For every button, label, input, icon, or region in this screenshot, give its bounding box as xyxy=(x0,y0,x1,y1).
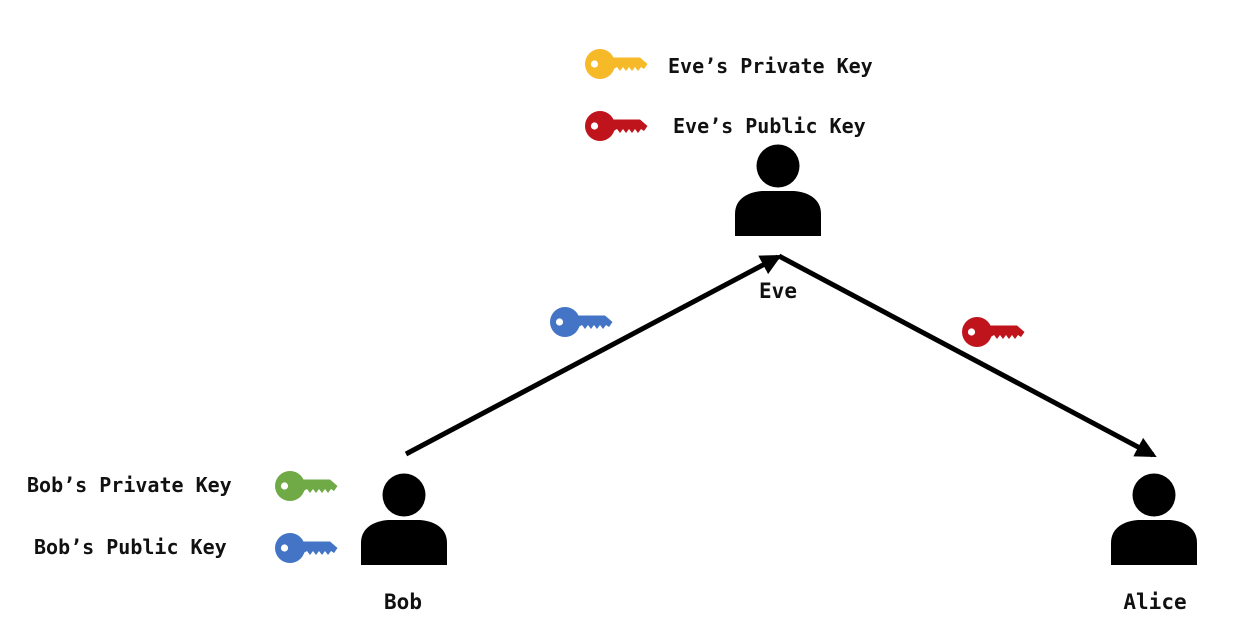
bob-public-key-in-transit-icon xyxy=(550,307,613,337)
bob-person-icon xyxy=(361,473,447,565)
bob-private-key-icon xyxy=(275,471,338,501)
eve-public-key-icon xyxy=(585,111,648,141)
bob-to-eve-arrow xyxy=(404,254,782,457)
eve-public-key-label: Eve’s Public Key xyxy=(673,114,866,138)
eve-person: Eve xyxy=(735,144,821,303)
eve-public-key-legend: Eve’s Public Key xyxy=(585,111,866,141)
bob-private-key-legend: Bob’s Private Key xyxy=(27,471,338,501)
eve-label: Eve xyxy=(759,279,797,303)
eve-private-key-icon xyxy=(585,49,648,79)
bob-public-key-legend: Bob’s Public Key xyxy=(34,533,338,563)
alice-person-icon xyxy=(1111,473,1197,565)
eve-person-icon xyxy=(735,144,821,236)
alice-label: Alice xyxy=(1123,590,1186,614)
alice-person: Alice xyxy=(1111,473,1197,614)
eve-public-key-in-transit-icon xyxy=(962,317,1025,347)
bob-public-key-icon xyxy=(275,533,338,563)
eve-private-key-label: Eve’s Private Key xyxy=(668,54,873,78)
eve-private-key-legend: Eve’s Private Key xyxy=(585,49,873,79)
eve-to-alice-arrow xyxy=(777,253,1157,458)
bob-person: Bob xyxy=(361,473,447,614)
bob-label: Bob xyxy=(384,590,422,614)
bob-private-key-label: Bob’s Private Key xyxy=(27,473,232,497)
bob-public-key-label: Bob’s Public Key xyxy=(34,535,227,559)
